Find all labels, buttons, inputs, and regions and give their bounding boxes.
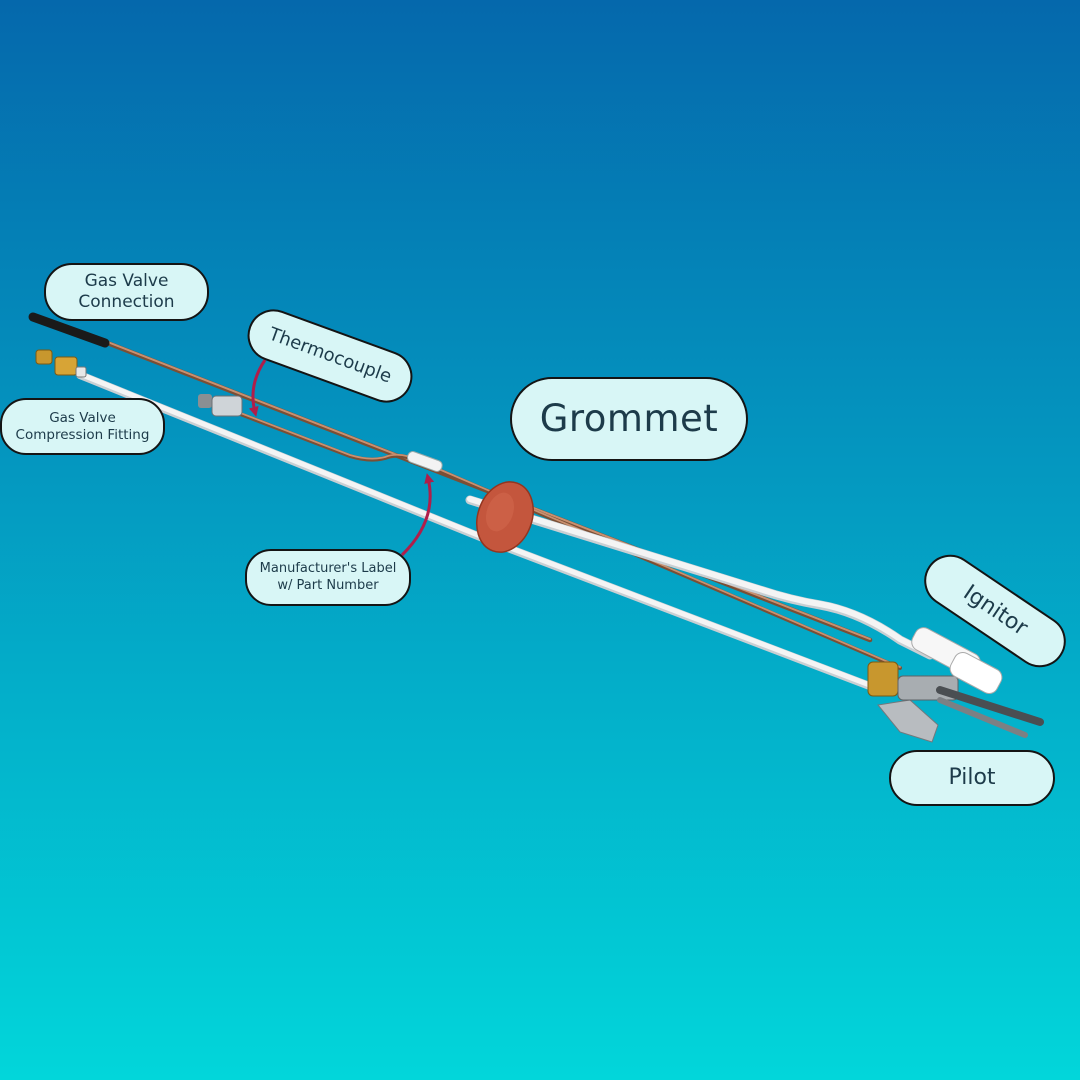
manufacturer-label-tag xyxy=(406,451,443,472)
label-gas-valve-connection: Gas Valve Connection xyxy=(44,263,209,321)
thermocouple-arrow xyxy=(248,359,267,417)
label-pilot: Pilot xyxy=(889,750,1055,806)
grommet xyxy=(476,481,534,553)
gas-valve-connector-tip xyxy=(28,312,110,348)
chrome-fitting xyxy=(198,394,243,417)
ignitor-upper-wire xyxy=(465,495,935,660)
label-manufacturers-label: Manufacturer's Label w/ Part Number xyxy=(245,549,411,606)
manufacturer-label-arrow xyxy=(400,473,435,557)
pilot-head xyxy=(867,627,1044,743)
thermocouple-tube xyxy=(37,317,873,643)
compression-fitting xyxy=(35,349,87,378)
label-grommet: Grommet xyxy=(510,377,748,461)
label-gas-valve-compression-fitting: Gas Valve Compression Fitting xyxy=(0,398,165,455)
